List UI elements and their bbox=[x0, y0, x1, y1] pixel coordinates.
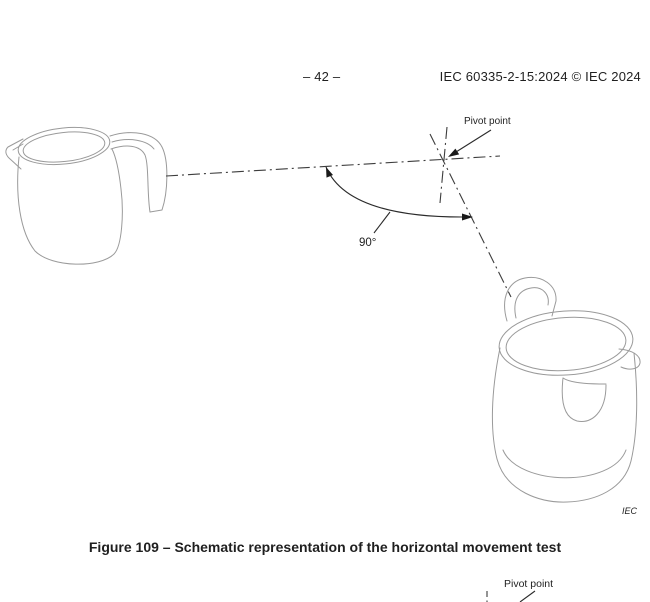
right-kettle-handle-inner bbox=[514, 287, 549, 319]
pivot-leader-arrowhead-icon bbox=[448, 148, 460, 157]
right-kettle-rim-inner bbox=[505, 316, 627, 372]
standard-reference: IEC 60335-2-15:2024 © IEC 2024 bbox=[439, 69, 641, 84]
page-number: – 42 – bbox=[303, 69, 341, 84]
pivot-axis-lines bbox=[165, 126, 512, 298]
arc-arrowhead-right-icon bbox=[462, 213, 473, 221]
right-kettle-interior-spout bbox=[561, 377, 607, 422]
right-kettle-rim-outer bbox=[498, 310, 634, 376]
left-kettle-rim-inner bbox=[22, 131, 106, 163]
rotated-axis-line bbox=[429, 133, 512, 298]
rotation-arc bbox=[325, 166, 463, 218]
right-kettle-base-accent bbox=[502, 449, 627, 479]
left-kettle-drawing bbox=[5, 126, 168, 265]
left-kettle-handle-inner bbox=[110, 145, 151, 213]
left-kettle-handle-outer bbox=[109, 132, 168, 213]
angle-leader-line bbox=[373, 211, 391, 234]
next-figure-fragment: Pivot point bbox=[486, 578, 553, 602]
left-kettle-handle-accent bbox=[111, 139, 155, 150]
right-kettle-drawing bbox=[491, 276, 641, 503]
right-kettle-interior-lip bbox=[562, 377, 607, 385]
iec-artwork-tag: IEC bbox=[622, 506, 638, 516]
pivot-leader-line bbox=[455, 129, 492, 153]
left-kettle-spout bbox=[5, 138, 24, 170]
left-kettle-rim-outer bbox=[17, 126, 111, 166]
pivot-point-callout: Pivot point bbox=[448, 116, 511, 157]
horizontal-axis-line bbox=[165, 155, 501, 177]
right-kettle-spout-lip bbox=[618, 348, 641, 370]
next-figure-pivot-point-label: Pivot point bbox=[504, 578, 553, 590]
rotation-arc-group: 90° bbox=[325, 166, 473, 249]
left-kettle-spout-inner bbox=[12, 143, 24, 151]
right-kettle-body bbox=[491, 347, 638, 503]
right-kettle-handle-outer bbox=[504, 276, 557, 322]
angle-label: 90° bbox=[359, 237, 376, 249]
left-kettle-body bbox=[17, 148, 123, 265]
next-figure-leader-fragment bbox=[519, 590, 536, 602]
pivot-point-label: Pivot point bbox=[464, 116, 511, 127]
vertical-axis-line bbox=[439, 126, 448, 204]
arc-arrowhead-left-icon bbox=[326, 167, 333, 178]
figure-caption: Figure 109 – Schematic representation of… bbox=[88, 539, 562, 555]
